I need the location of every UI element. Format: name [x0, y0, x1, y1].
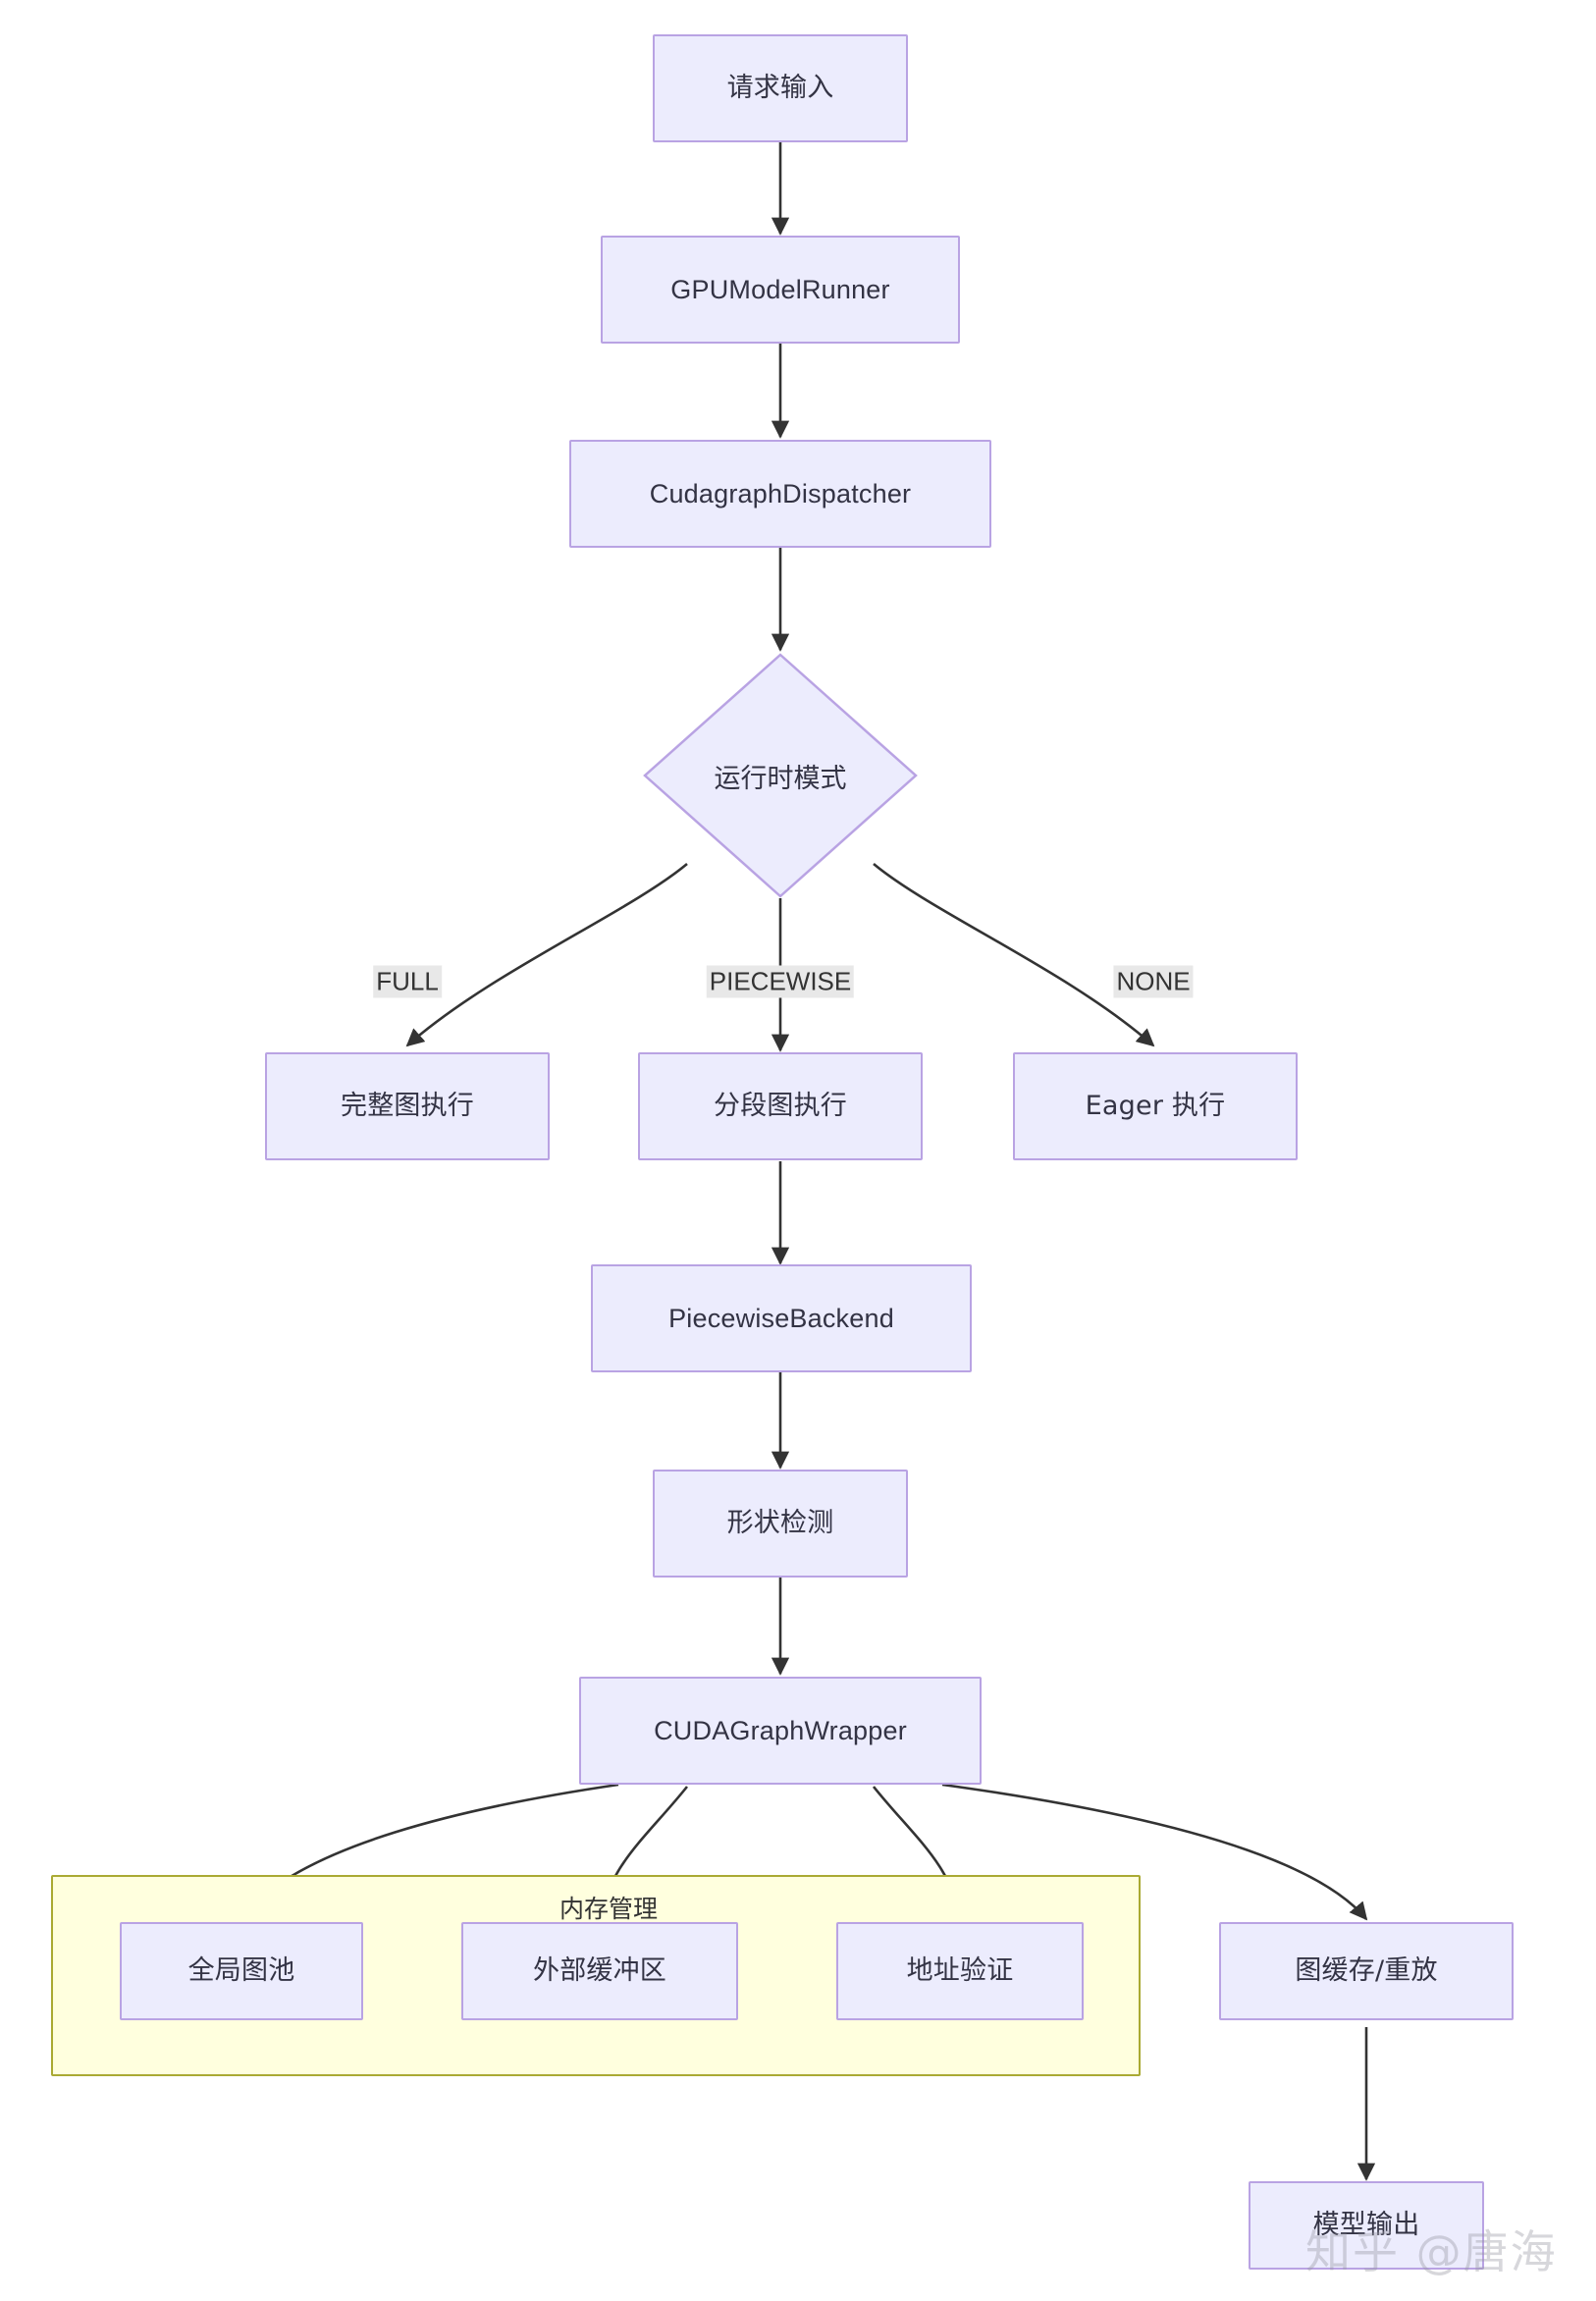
node-cudagraph-dispatcher-label: CudagraphDispatcher	[649, 478, 912, 508]
node-shape-detection[interactable]: 形状检测	[653, 1470, 908, 1578]
edge-label-full: FULL	[373, 965, 442, 998]
node-eager-exec[interactable]: Eager 执行	[1013, 1052, 1298, 1160]
node-cuda-graph-wrapper-label: CUDAGraphWrapper	[654, 1715, 907, 1745]
node-address-validation-label: 地址验证	[906, 1954, 1014, 1986]
node-model-output-label: 模型输出	[1312, 2209, 1420, 2240]
node-runtime-mode-label: 运行时模式	[714, 763, 847, 794]
node-model-output[interactable]: 模型输出	[1249, 2181, 1484, 2270]
node-request-input[interactable]: 请求输入	[653, 34, 908, 142]
node-gpu-model-runner[interactable]: GPUModelRunner	[601, 236, 960, 344]
node-cuda-graph-wrapper[interactable]: CUDAGraphWrapper	[579, 1677, 982, 1785]
node-piecewise-backend-label: PiecewiseBackend	[668, 1303, 894, 1333]
node-cudagraph-dispatcher[interactable]: CudagraphDispatcher	[569, 440, 991, 548]
node-external-buffer[interactable]: 外部缓冲区	[461, 1922, 738, 2020]
subgraph-memory-management-title: 内存管理	[559, 1895, 659, 1923]
edge-label-none: NONE	[1113, 965, 1194, 998]
node-global-graph-pool[interactable]: 全局图池	[120, 1922, 363, 2020]
node-graph-cache-replay-label: 图缓存/重放	[1295, 1954, 1438, 1986]
node-piecewise-graph-exec-label: 分段图执行	[714, 1090, 847, 1121]
watermark: 知乎 @唐海	[1305, 2225, 1558, 2278]
node-external-buffer-label: 外部缓冲区	[533, 1954, 666, 1986]
node-address-validation[interactable]: 地址验证	[836, 1922, 1084, 2020]
node-shape-detection-label: 形状检测	[726, 1507, 834, 1538]
diamond-shape	[643, 653, 918, 898]
edge-label-piecewise: PIECEWISE	[706, 965, 855, 998]
node-piecewise-graph-exec[interactable]: 分段图执行	[638, 1052, 923, 1160]
node-global-graph-pool-label: 全局图池	[187, 1954, 295, 1986]
node-full-graph-exec[interactable]: 完整图执行	[265, 1052, 550, 1160]
node-eager-exec-label: Eager 执行	[1085, 1090, 1226, 1121]
node-full-graph-exec-label: 完整图执行	[341, 1090, 474, 1121]
node-piecewise-backend[interactable]: PiecewiseBackend	[591, 1264, 972, 1372]
node-gpu-model-runner-label: GPUModelRunner	[670, 274, 890, 304]
node-request-input-label: 请求输入	[726, 72, 834, 103]
node-runtime-mode[interactable]: 运行时模式	[643, 653, 918, 898]
node-graph-cache-replay[interactable]: 图缓存/重放	[1219, 1922, 1514, 2020]
